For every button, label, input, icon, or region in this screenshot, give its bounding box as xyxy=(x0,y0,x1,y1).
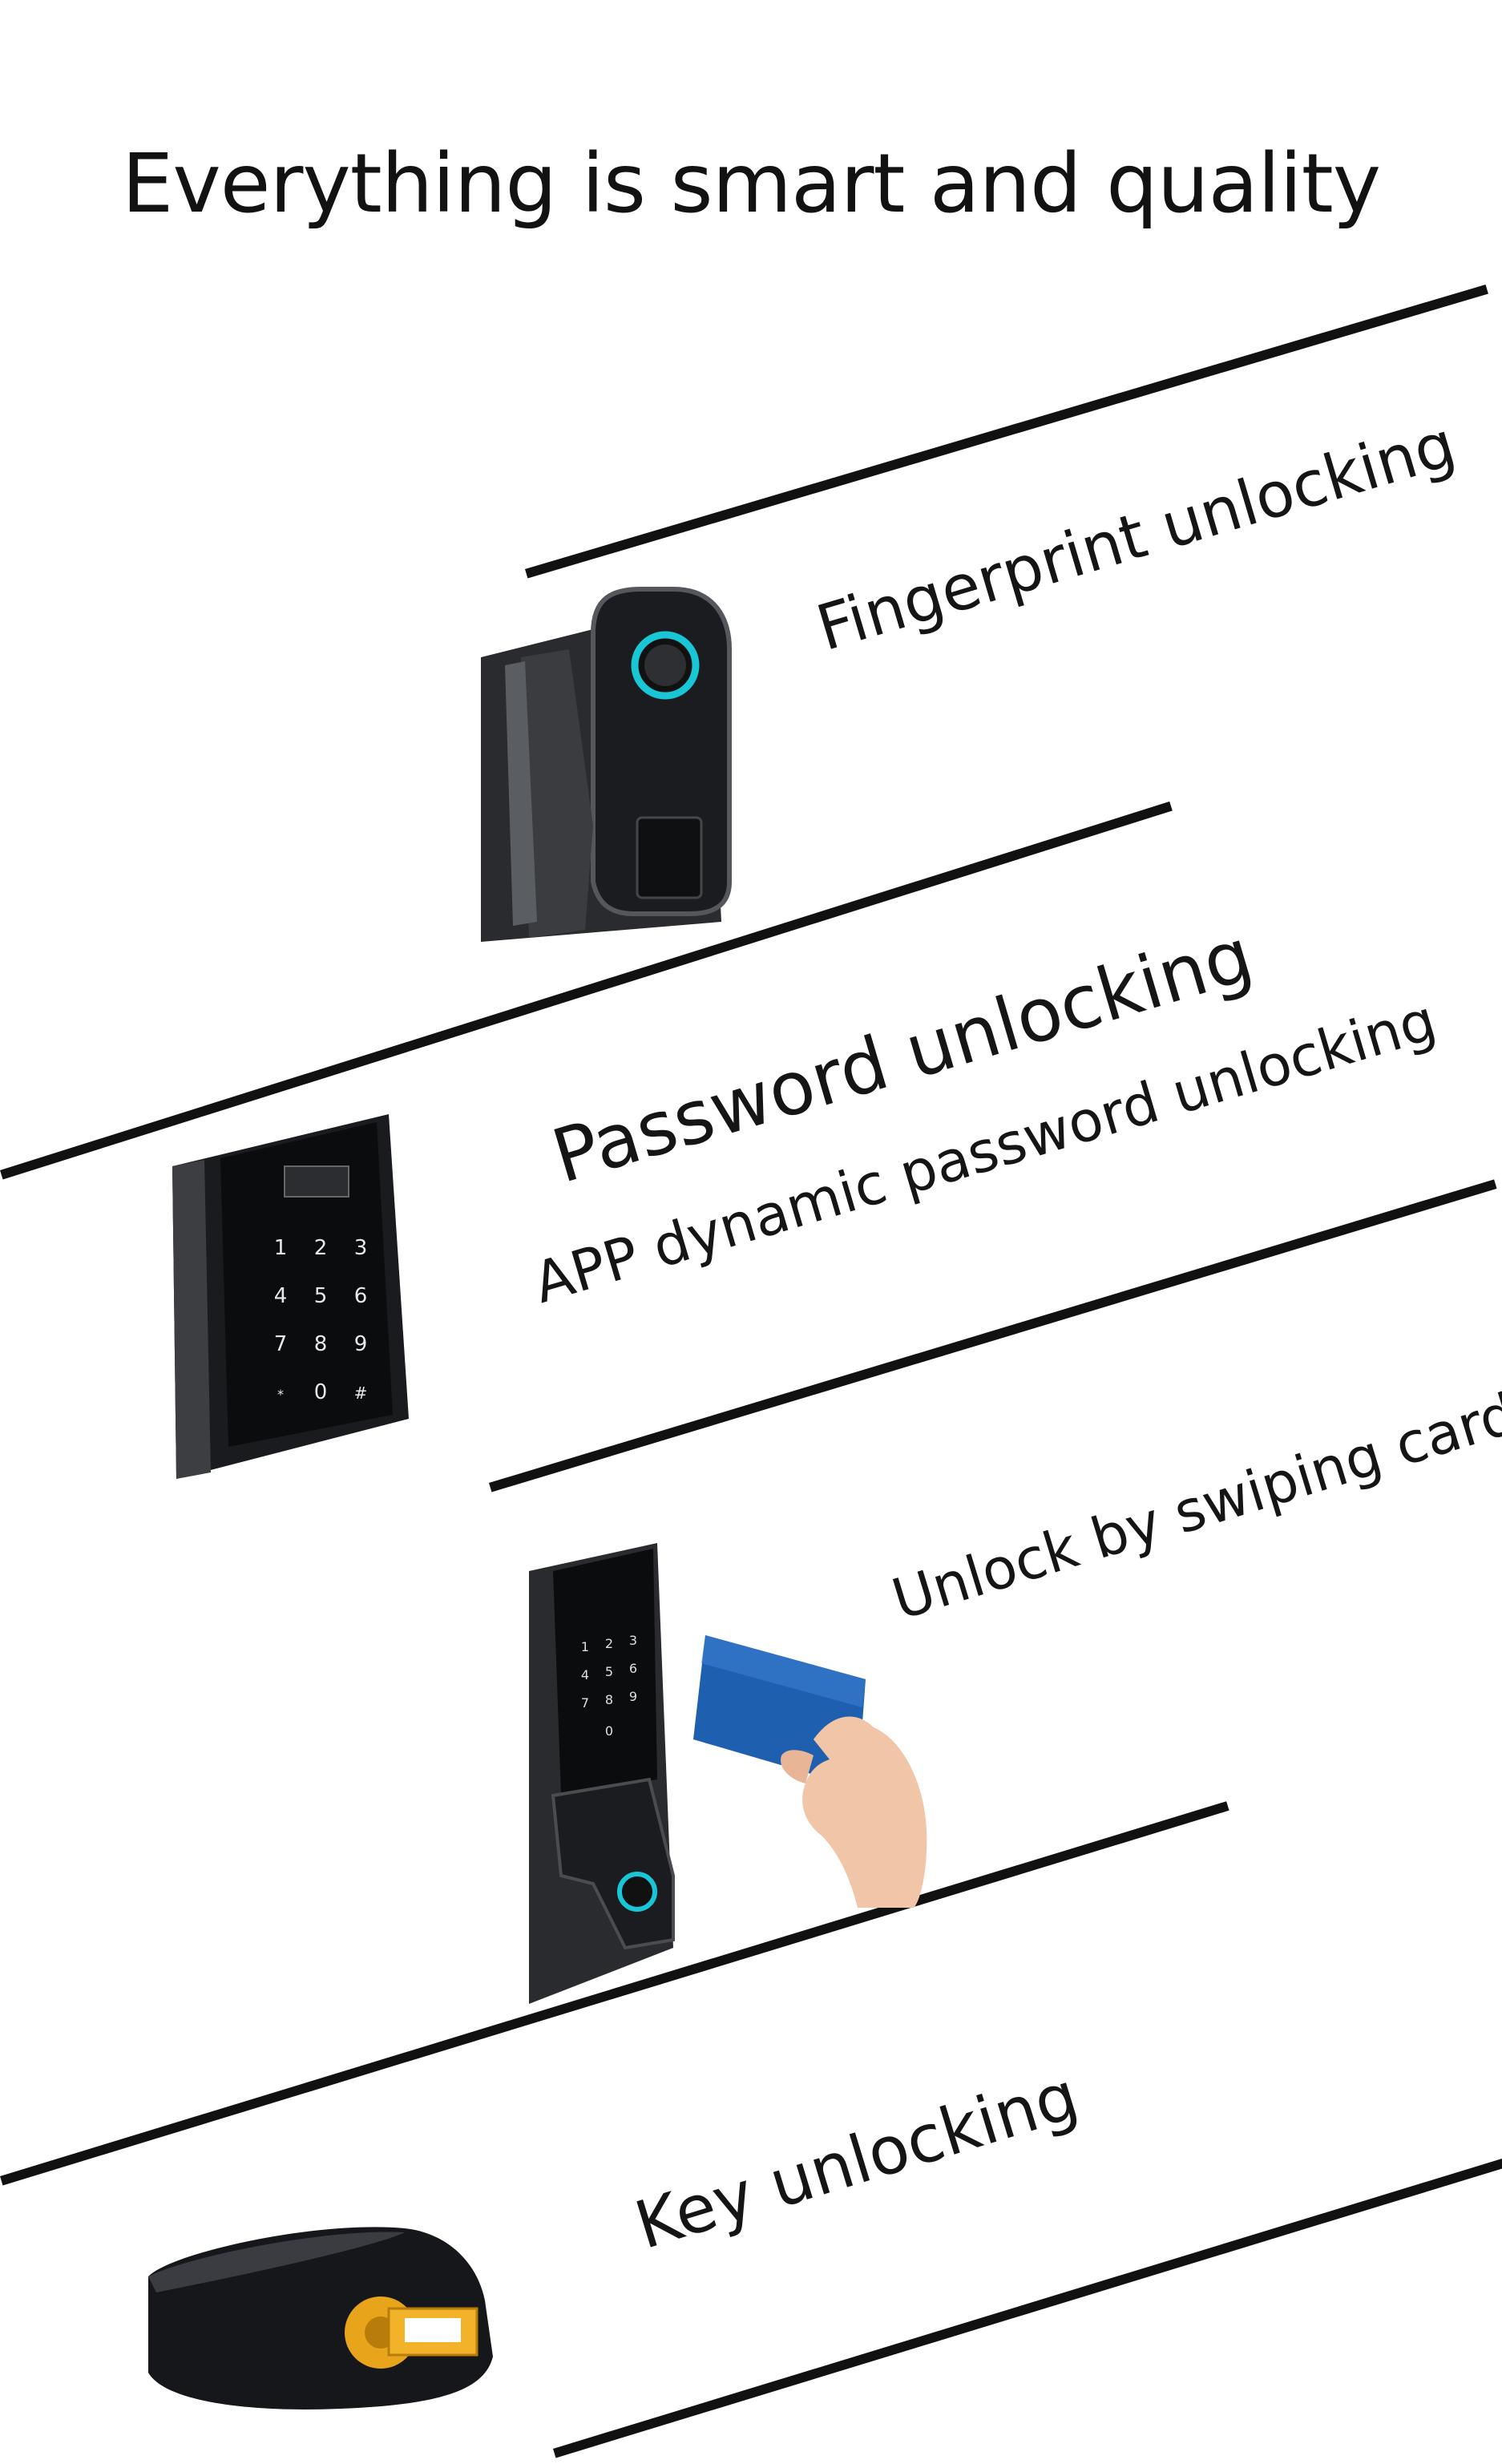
key-cylinder-icon xyxy=(148,2227,493,2409)
svg-text:4: 4 xyxy=(274,1284,288,1308)
svg-text:5: 5 xyxy=(314,1284,328,1308)
svg-text:6: 6 xyxy=(354,1284,368,1308)
svg-text:6: 6 xyxy=(629,1661,637,1676)
svg-text:9: 9 xyxy=(629,1689,637,1704)
card-lock-icon: 1 2 3 4 5 6 7 8 9 0 xyxy=(529,1543,675,2004)
credit-card-icon xyxy=(693,1635,927,1908)
feature-label-card: Unlock by swiping card xyxy=(885,1380,1502,1633)
feature-label-fingerprint: Fingerprint unlocking xyxy=(809,408,1464,665)
keypad-lock-icon: 1 2 3 4 5 6 7 8 9 * 0 # xyxy=(172,1114,409,1479)
svg-text:5: 5 xyxy=(605,1664,613,1679)
svg-text:*: * xyxy=(277,1387,284,1402)
feature-label-key: Key unlocking xyxy=(627,2058,1088,2264)
svg-text:1: 1 xyxy=(274,1236,288,1260)
svg-text:#: # xyxy=(354,1383,368,1403)
svg-text:2: 2 xyxy=(605,1636,613,1651)
svg-text:9: 9 xyxy=(354,1332,368,1356)
svg-text:4: 4 xyxy=(581,1667,589,1682)
svg-text:2: 2 xyxy=(314,1236,328,1260)
svg-text:3: 3 xyxy=(629,1633,637,1648)
svg-text:0: 0 xyxy=(314,1380,328,1404)
svg-text:7: 7 xyxy=(581,1695,589,1711)
svg-text:3: 3 xyxy=(354,1236,368,1260)
svg-text:8: 8 xyxy=(605,1692,613,1707)
svg-text:1: 1 xyxy=(581,1639,589,1654)
fingerprint-lock-icon xyxy=(481,587,732,942)
svg-text:7: 7 xyxy=(274,1332,288,1356)
page-title: Everything is smart and quality xyxy=(121,136,1381,232)
svg-text:8: 8 xyxy=(314,1332,328,1356)
divider-stripe xyxy=(525,284,1488,579)
svg-text:0: 0 xyxy=(605,1723,613,1739)
